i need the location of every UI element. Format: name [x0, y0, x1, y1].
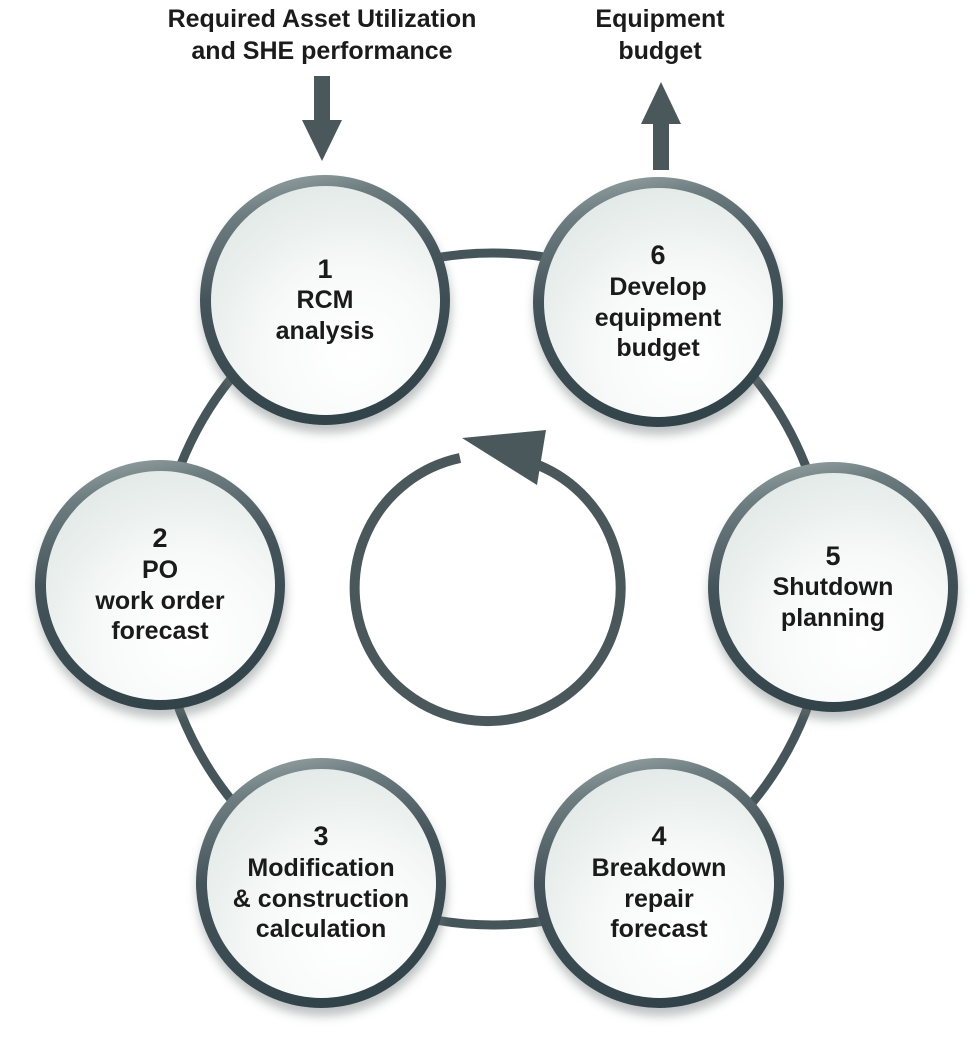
step-circle-5: 5 Shutdown planning — [708, 462, 958, 712]
cycle-direction-arrow-icon — [349, 430, 626, 727]
step-circle-3-face: 3 Modification & construction calculatio… — [206, 768, 436, 998]
input-arrow-icon — [302, 76, 342, 161]
output-arrow-icon — [641, 82, 681, 170]
step-2-number: 2 — [152, 523, 168, 554]
step-circle-1: 1 RCM analysis — [200, 175, 450, 425]
output-flow-label-line1: Equipment — [595, 5, 725, 33]
step-circle-2: 2 PO work order forecast — [35, 460, 285, 710]
output-flow-label: Equipment budget — [555, 4, 765, 67]
step-6-label-line: Develop — [609, 273, 707, 302]
step-circle-4: 4 Breakdown repair forecast — [534, 758, 784, 1008]
step-circle-6: 6 Develop equipment budget — [533, 177, 783, 427]
step-2-label-line: work order — [95, 586, 225, 615]
step-1-label-line: analysis — [275, 316, 375, 345]
step-circle-2-face: 2 PO work order forecast — [45, 470, 275, 700]
step-circle-3: 3 Modification & construction calculatio… — [196, 758, 446, 1008]
step-3-number: 3 — [313, 821, 329, 852]
step-4-label-line: repair — [624, 884, 694, 913]
step-5-label-line: Shutdown — [772, 573, 894, 602]
output-flow-label-line2: budget — [618, 36, 702, 65]
step-1-label-line: RCM — [296, 286, 354, 315]
input-flow-label-line2: and SHE performance — [191, 36, 453, 65]
step-4-label-line: forecast — [610, 915, 708, 944]
step-circle-1-face: 1 RCM analysis — [210, 185, 440, 415]
input-flow-label: Required Asset Utilization and SHE perfo… — [132, 4, 512, 67]
step-4-label-line: Breakdown — [591, 854, 727, 883]
step-2-label-line: forecast — [111, 617, 209, 646]
step-6-label-line: equipment — [594, 303, 722, 332]
step-circle-5-face: 5 Shutdown planning — [718, 472, 948, 702]
step-circle-4-face: 4 Breakdown repair forecast — [544, 768, 774, 998]
step-circle-6-face: 6 Develop equipment budget — [543, 187, 773, 417]
step-2-label-line: PO — [141, 556, 179, 585]
step-5-number: 5 — [825, 540, 841, 571]
step-6-label-line: budget — [616, 334, 700, 363]
step-5-label-line: planning — [780, 603, 886, 632]
step-3-label-line: & construction — [232, 884, 410, 913]
step-3-label-line: Modification — [247, 854, 395, 883]
step-1-number: 1 — [317, 253, 333, 284]
step-3-label-line: calculation — [255, 915, 387, 944]
input-flow-label-line1: Required Asset Utilization — [167, 5, 477, 33]
step-6-number: 6 — [650, 240, 666, 271]
step-4-number: 4 — [651, 821, 667, 852]
